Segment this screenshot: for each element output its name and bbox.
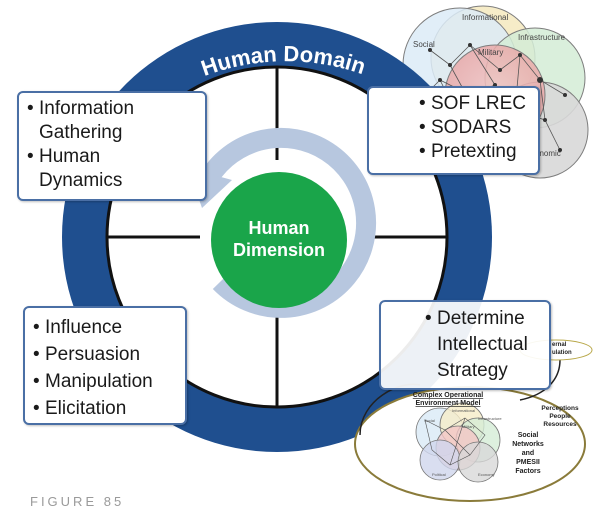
model-side-text-2: People bbox=[549, 413, 571, 420]
bullet-influence: •Influence bbox=[33, 317, 123, 338]
model-side-text-3: Resources bbox=[543, 421, 577, 428]
figure-caption: FIGURE 85 bbox=[30, 494, 125, 509]
network-label-military: Military bbox=[478, 48, 503, 57]
model-tag-line2: ulation bbox=[552, 350, 572, 356]
model-right-text-4: PMESII bbox=[516, 459, 540, 466]
center-label-line2: Dimension bbox=[233, 240, 325, 260]
bullet-elicitation: •Elicitation bbox=[33, 398, 127, 419]
model-right-text-5: Factors bbox=[515, 468, 540, 475]
model-small-label-economy: Economy bbox=[478, 472, 495, 477]
center-label-line1: Human bbox=[248, 218, 309, 238]
bullet-manipulation: •Manipulation bbox=[33, 371, 153, 392]
model-right-text-1: Social bbox=[518, 432, 539, 439]
model-side-text-1: Perceptions bbox=[541, 405, 579, 412]
model-small-label-informational: Informational bbox=[452, 408, 475, 413]
model-small-label-military: Military bbox=[462, 424, 475, 429]
model-title-line1: Complex Operational bbox=[413, 392, 483, 399]
bullet-sof-lrec: •SOF LREC bbox=[419, 93, 527, 114]
model-tag-line1: ernal bbox=[552, 342, 567, 348]
bullet-sodars: •SODARS bbox=[419, 117, 512, 138]
bullet-persuasion: •Persuasion bbox=[33, 344, 141, 365]
network-label-informational: Informational bbox=[462, 13, 508, 22]
bullet-pretexting: •Pretexting bbox=[419, 141, 517, 162]
box-bottom-left: •Influence •Persuasion •Manipulation •El… bbox=[23, 306, 187, 425]
model-small-label-political: Political bbox=[432, 472, 446, 477]
box-top-right: •SOF LREC •SODARS •Pretexting bbox=[367, 86, 540, 175]
human-dimension-center bbox=[211, 172, 347, 308]
model-right-text-3: and bbox=[522, 450, 534, 457]
model-title-line2: Environment Model bbox=[416, 400, 481, 407]
network-label-infrastructure: Infrastructure bbox=[518, 33, 566, 42]
model-small-label-social: Social bbox=[424, 418, 435, 423]
network-label-social: Social bbox=[413, 40, 435, 49]
model-small-label-infrastructure: Infrastructure bbox=[478, 416, 502, 421]
network-label-economic: onomic bbox=[535, 149, 561, 158]
model-right-text-2: Networks bbox=[512, 441, 544, 448]
